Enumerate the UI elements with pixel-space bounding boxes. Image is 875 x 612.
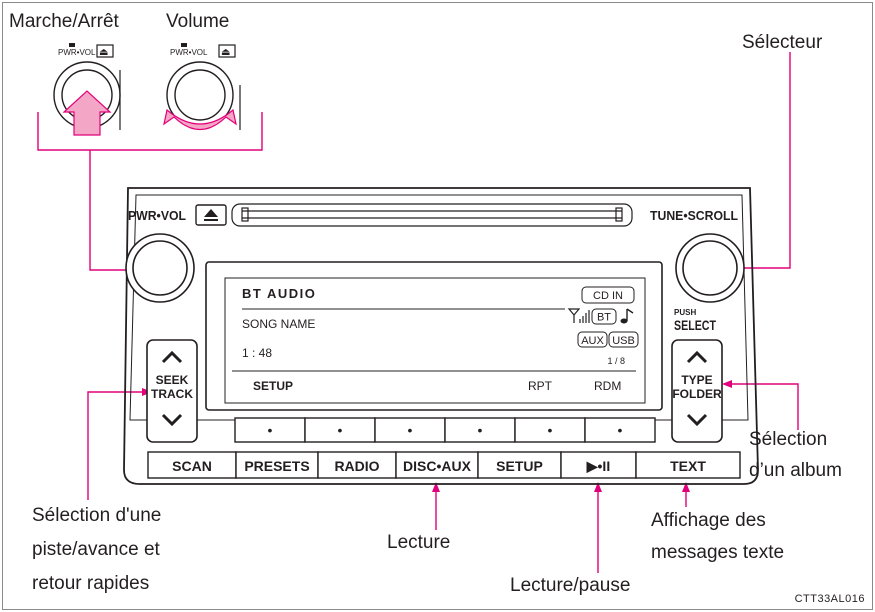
callout-track-3: retour rapides bbox=[32, 573, 150, 594]
leader-lines bbox=[37, 52, 799, 573]
seek-track-button[interactable]: SEEK TRACK bbox=[146, 339, 198, 443]
music-note-icon bbox=[620, 308, 634, 324]
display-song-name: SONG NAME bbox=[242, 317, 315, 331]
function-button-label: PRESETS bbox=[244, 458, 309, 474]
push-arrow-icon bbox=[62, 90, 112, 136]
callout-play: Lecture bbox=[387, 532, 451, 553]
callout-selector: Sélecteur bbox=[742, 32, 823, 53]
display-soft-rpt: RPT bbox=[528, 379, 553, 393]
text-button[interactable]: TEXT bbox=[635, 451, 741, 479]
display-soft-rdm: RDM bbox=[594, 379, 621, 393]
pwr-vol-label: PWR•VOL bbox=[128, 208, 186, 223]
svg-text:FOLDER: FOLDER bbox=[672, 387, 722, 401]
usb-badge bbox=[608, 331, 639, 348]
function-button-label: TEXT bbox=[670, 458, 706, 474]
preset-dot: • bbox=[548, 422, 553, 438]
presets-button[interactable]: PRESETS bbox=[235, 451, 319, 479]
callout-volume: Volume bbox=[166, 11, 230, 32]
preset-button-6[interactable]: • bbox=[584, 417, 656, 443]
svg-text:CD IN: CD IN bbox=[593, 290, 623, 302]
preset-button-4[interactable]: • bbox=[444, 417, 516, 443]
preset-button-1[interactable]: • bbox=[234, 417, 306, 443]
callout-album-1: Sélection bbox=[749, 429, 828, 450]
callout-power: Marche/Arrêt bbox=[9, 11, 119, 32]
cd-slot bbox=[231, 203, 633, 227]
svg-text:TRACK: TRACK bbox=[151, 387, 193, 401]
track-count: 1 / 8 bbox=[607, 356, 625, 366]
function-button-label: SCAN bbox=[172, 458, 212, 474]
svg-text:⏏: ⏏ bbox=[99, 47, 108, 58]
display-title: BT AUDIO bbox=[242, 286, 316, 301]
preset-dot: • bbox=[618, 422, 623, 438]
select-label: SELECT bbox=[674, 317, 716, 333]
callout-track-2: piste/avance et bbox=[32, 539, 160, 560]
setup-button[interactable]: SETUP bbox=[477, 451, 562, 479]
function-button-label: RADIO bbox=[334, 458, 379, 474]
disc-aux-button[interactable]: DISC•AUX bbox=[395, 451, 479, 479]
bt-badge bbox=[591, 308, 617, 325]
preset-dot: • bbox=[408, 422, 413, 438]
callout-text-2: messages texte bbox=[651, 542, 785, 563]
callout-playpause: Lecture/pause bbox=[510, 575, 631, 596]
rotate-arrow-icon bbox=[163, 108, 237, 130]
cd-in-badge bbox=[581, 286, 635, 304]
signal-icon bbox=[567, 308, 590, 323]
inset-volume-knob: PWR•VOL ⏏ bbox=[166, 43, 241, 130]
callout-text-1: Affichage des bbox=[651, 510, 766, 531]
svg-text:AUX: AUX bbox=[581, 335, 604, 347]
play-pause-button[interactable]: ▶•II bbox=[560, 451, 637, 479]
preset-dot: • bbox=[268, 422, 273, 438]
figure-code: CTT33AL016 bbox=[794, 593, 865, 605]
type-folder-button[interactable]: TYPE FOLDER bbox=[671, 339, 723, 443]
function-button-label: SETUP bbox=[496, 458, 543, 474]
display-time: 1 : 48 bbox=[242, 346, 272, 360]
aux-badge bbox=[577, 331, 608, 348]
inset-eject-button bbox=[96, 44, 114, 58]
head-unit bbox=[123, 187, 759, 485]
push-label: PUSH bbox=[674, 308, 696, 317]
preset-dot: • bbox=[338, 422, 343, 438]
function-button-label: DISC•AUX bbox=[403, 458, 472, 474]
svg-text:USB: USB bbox=[612, 335, 635, 347]
preset-button-3[interactable]: • bbox=[374, 417, 446, 443]
callout-track-1: Sélection d'une bbox=[32, 505, 162, 526]
preset-button-2[interactable]: • bbox=[304, 417, 376, 443]
svg-text:⏏: ⏏ bbox=[221, 47, 230, 58]
folder-down-icon bbox=[686, 413, 708, 427]
radio-button[interactable]: RADIO bbox=[317, 451, 397, 479]
function-buttons: SCAN PRESETS RADIO DISC•AUX SETUP ▶•II TEXT bbox=[147, 451, 741, 479]
svg-text:SEEK: SEEK bbox=[156, 373, 189, 387]
preset-dot: • bbox=[478, 422, 483, 438]
svg-text:BT: BT bbox=[597, 312, 611, 324]
scan-button[interactable]: SCAN bbox=[147, 451, 237, 479]
svg-text:PWR•VOL: PWR•VOL bbox=[170, 48, 208, 57]
inset-knob-label: PWR•VOL bbox=[58, 48, 96, 57]
pwr-vol-knob[interactable] bbox=[125, 233, 195, 303]
tune-scroll-label: TUNE•SCROLL bbox=[650, 208, 738, 223]
seek-up-icon bbox=[161, 350, 183, 364]
eject-icon bbox=[204, 209, 218, 221]
preset-buttons: • • • • • • bbox=[234, 417, 656, 443]
lcd-display: BT AUDIO SONG NAME 1 : 48 SETUP RPT RDM … bbox=[205, 261, 663, 411]
display-soft-setup: SETUP bbox=[253, 379, 293, 393]
callout-album-2: d’un album bbox=[749, 460, 842, 481]
seek-down-icon bbox=[161, 413, 183, 427]
preset-button-5[interactable]: • bbox=[514, 417, 586, 443]
folder-up-icon bbox=[686, 350, 708, 364]
tune-scroll-knob[interactable] bbox=[675, 233, 745, 303]
function-button-label: ▶•II bbox=[586, 458, 610, 474]
svg-text:TYPE: TYPE bbox=[681, 373, 712, 387]
